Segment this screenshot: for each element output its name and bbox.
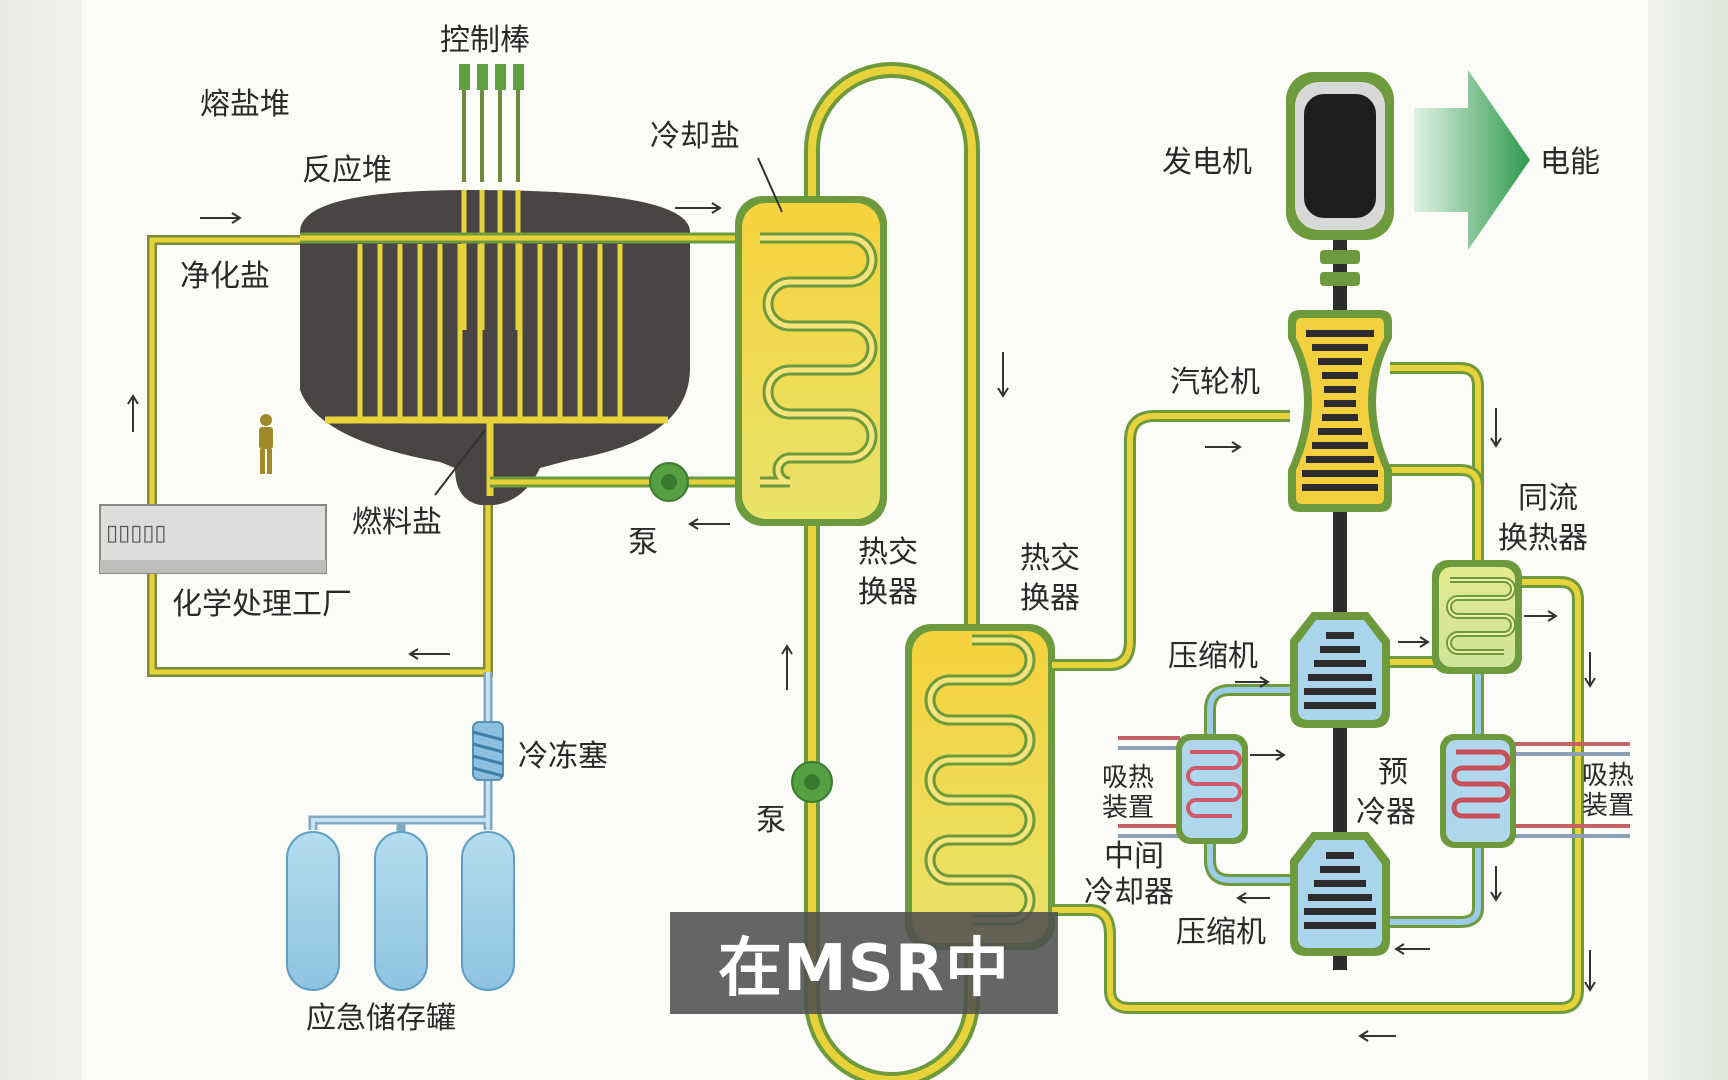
recuperator [1432, 560, 1522, 674]
emergency-storage-tanks [286, 831, 515, 991]
heat-absorber-lines [1118, 736, 1630, 838]
drain-pipes-inner [311, 672, 490, 830]
labels: 控制棒 熔盐堆 反应堆 净化盐 冷却盐 燃料盐 泵 化学处理工厂 冷冻塞 应急储… [172, 23, 1634, 1036]
label-chemical-plant: 化学处理工厂 [172, 587, 352, 622]
intermediate-loop-pipe [804, 62, 980, 1080]
label-fuel-salt: 燃料盐 [352, 505, 442, 540]
power-cycle-pipes [1052, 362, 1584, 1014]
left-blur-margin [0, 0, 82, 1080]
label-absorber-left-line1: 吸热 [1102, 763, 1154, 793]
label-hx1-line2: 换器 [858, 575, 918, 610]
label-intercooler-line1: 中间 [1104, 839, 1164, 874]
heat-exchanger-2 [905, 624, 1055, 950]
primary-loop-pipes [300, 232, 762, 488]
label-generator: 发电机 [1162, 145, 1252, 180]
right-blur-margin [1648, 0, 1728, 1080]
precooler [1440, 734, 1516, 848]
steam-turbine [1288, 310, 1392, 512]
chemical-processing-plant: ▯▯▯▯▯ [99, 504, 327, 574]
worker-figure-icon [259, 414, 273, 474]
video-subtitle-box: 在MSR中 [670, 912, 1058, 1014]
label-emergency-tanks: 应急储存罐 [306, 1001, 456, 1036]
label-reactor: 反应堆 [302, 153, 392, 188]
intercooler [1176, 734, 1248, 844]
label-purified-salt: 净化盐 [180, 259, 270, 294]
label-electricity: 电能 [1540, 145, 1600, 180]
drain-pipes [308, 672, 493, 838]
label-compressor-2: 压缩机 [1176, 915, 1266, 950]
label-recuperator-line1: 同流 [1518, 481, 1578, 516]
label-intercooler-line2: 冷却器 [1084, 875, 1174, 910]
freeze-plug [472, 721, 504, 781]
label-turbine: 汽轮机 [1170, 365, 1260, 400]
heat-exchanger-1 [735, 196, 887, 526]
electricity-arrow [1414, 70, 1530, 250]
label-control-rods: 控制棒 [440, 23, 530, 58]
label-hx2-line1: 热交 [1020, 541, 1080, 576]
label-precooler-line2: 冷器 [1356, 795, 1416, 830]
generator [1286, 72, 1394, 286]
label-precooler-line1: 预 [1378, 755, 1408, 790]
callout-lines [434, 157, 783, 496]
purification-loop-pipe [147, 235, 493, 677]
compressor-1 [1290, 612, 1390, 728]
compressor-2 [1290, 832, 1390, 956]
label-molten-salt-reactor: 熔盐堆 [200, 87, 290, 122]
label-compressor-1: 压缩机 [1168, 639, 1258, 674]
label-absorber-right-line1: 吸热 [1582, 761, 1634, 791]
label-pump-2: 泵 [756, 803, 786, 838]
label-hx1-line1: 热交 [858, 535, 918, 570]
flow-arrows [127, 202, 1596, 1042]
label-coolant-salt: 冷却盐 [650, 119, 740, 154]
primary-pump [649, 462, 689, 502]
control-rods [459, 64, 524, 330]
video-subtitle-text: 在MSR中 [717, 932, 1011, 1006]
secondary-pump [791, 761, 833, 803]
label-absorber-right-line2: 装置 [1582, 791, 1634, 821]
plant-window-glyphs: ▯▯▯▯▯ [106, 521, 167, 546]
label-freeze-plug: 冷冻塞 [518, 739, 608, 774]
label-hx2-line2: 换器 [1020, 581, 1080, 616]
label-pump-1: 泵 [628, 525, 658, 560]
label-absorber-left-line2: 装置 [1102, 793, 1154, 823]
label-recuperator-line2: 换热器 [1498, 521, 1588, 556]
